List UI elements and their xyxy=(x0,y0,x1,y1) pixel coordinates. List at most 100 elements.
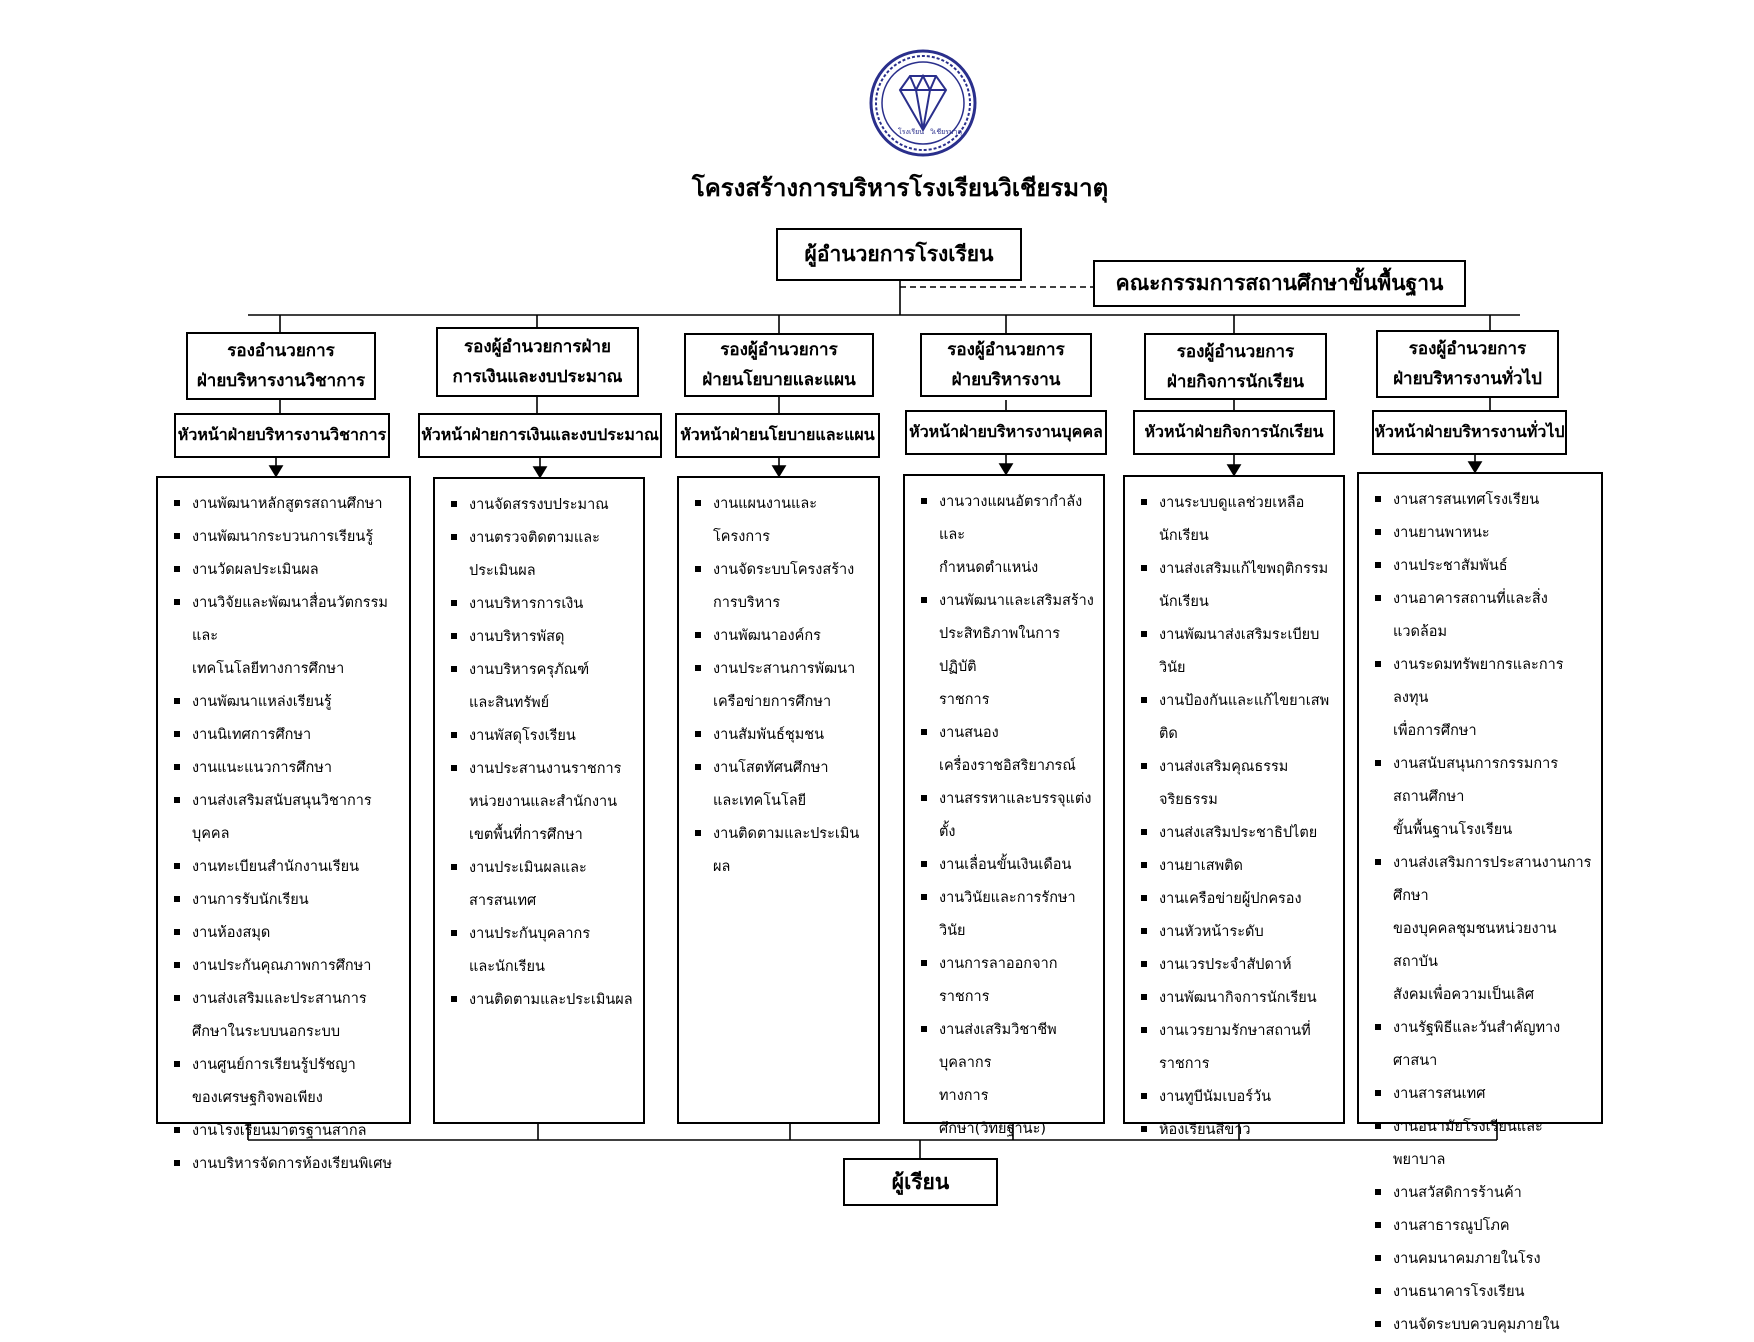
task-item: งานแนะแนวการศึกษา xyxy=(172,752,401,785)
task-item: งานจัดระบบควบคุมภายใน xyxy=(1373,1309,1593,1342)
task-item-line: งานทูบีนัมเบอร์วัน xyxy=(1159,1089,1272,1105)
task-item-line: ของบุคคลชุมชนหน่วยงานสถาบัน xyxy=(1393,921,1557,970)
task-item-line: งานประสานการพัฒนา xyxy=(713,661,856,677)
page-title: โครงสร้างการบริหารโรงเรียนวิเชียรมาตุ xyxy=(691,173,1109,202)
task-item: งานพัฒนาและเสริมสร้างประสิทธิภาพในการปฏิ… xyxy=(919,585,1095,717)
task-list: งานสารสนเทศโรงเรียนงานยานพาหนะงานประชาสั… xyxy=(1373,484,1593,1342)
task-item-line: งานจัดสรรงบประมาณ xyxy=(469,497,609,513)
task-item: งานสรรหาและบรรจุแต่งตั้ง xyxy=(919,783,1095,849)
task-item-line: งานสาธารณูปโภค xyxy=(1393,1218,1510,1234)
task-item: งานบริหารจัดการห้องเรียนพิเศษ xyxy=(172,1148,401,1181)
task-item: งานทูบีนัมเบอร์วัน xyxy=(1139,1081,1335,1114)
board-box: คณะกรรมการสถานศึกษาขั้นพื้นฐาน xyxy=(1093,260,1466,307)
task-item-line: ศึกษาในระบบนอกระบบ xyxy=(192,1024,341,1040)
task-list: งานจัดสรรงบประมาณงานตรวจติดตามและประเมิน… xyxy=(449,489,635,1017)
task-item: งานวัดผลประเมินผล xyxy=(172,554,401,587)
task-box-student-affairs: งานระบบดูแลช่วยเหลือนักเรียนงานส่งเสริมแ… xyxy=(1123,475,1345,1138)
task-item-line: งานการลาออกจากราชการ xyxy=(939,956,1058,1005)
task-item-line: งานสารสนเทศ xyxy=(1393,1086,1486,1102)
task-item-line: งานพัฒนาหลักสูตรสถานศึกษา xyxy=(192,496,383,512)
task-item: งานพัฒนาองค์กร xyxy=(693,620,870,653)
head-box-general: หัวหน้าฝ่ายบริหารงานทั่วไป xyxy=(1372,410,1567,455)
task-item-line: ของเศรษฐกิจพอเพียง xyxy=(192,1090,323,1106)
task-item-line: งานโรงเรียนมาตรฐานสากล xyxy=(192,1123,367,1139)
deputy-label-line1: รองผู้อำนวยการ xyxy=(1176,341,1295,362)
task-item-line: งานประกันบุคลากร xyxy=(469,926,591,942)
task-item-line: งานจัดระบบควบคุมภายใน xyxy=(1393,1317,1560,1333)
task-item: งานทะเบียนสำนักงานเรียน xyxy=(172,851,401,884)
task-item-line: งานนิเทศการศึกษา xyxy=(192,727,312,743)
students-box: ผู้เรียน xyxy=(843,1158,998,1206)
task-box-finance: งานจัดสรรงบประมาณงานตรวจติดตามและประเมิน… xyxy=(433,477,645,1124)
task-item-line: งานวางแผนอัตรากำลังและ xyxy=(939,494,1083,543)
svg-text:โรงเรียน: โรงเรียน xyxy=(898,127,924,136)
task-list: งานระบบดูแลช่วยเหลือนักเรียนงานส่งเสริมแ… xyxy=(1139,487,1335,1147)
task-item: งานติดตามและประเมินผล xyxy=(693,818,870,884)
director-label: ผู้อำนวยการโรงเรียน xyxy=(804,241,994,266)
head-box-policy: หัวหน้าฝ่ายนโยบายและแผน xyxy=(675,413,880,458)
task-item: งานพัสดุโรงเรียน xyxy=(449,720,635,753)
task-item: งานบริหารพัสดุ xyxy=(449,621,635,654)
deputy-box-student-affairs: รองผู้อำนวยการ ฝ่ายกิจการนักเรียน xyxy=(1144,333,1327,400)
deputy-label-line2: ฝ่ายกิจการนักเรียน xyxy=(1166,371,1305,392)
task-item-line: กำหนดตำแหน่ง xyxy=(939,560,1039,576)
task-item-line: ห้องเรียนสีขาว xyxy=(1159,1122,1251,1138)
task-item-line: งานส่งเสริมประชาธิปไตย xyxy=(1159,825,1318,841)
task-item-line: งานหัวหน้าระดับ xyxy=(1159,924,1264,940)
task-item: งานวินัยและการรักษาวินัย xyxy=(919,882,1095,948)
task-item-line: งานระดมทรัพยากรและการลงทุน xyxy=(1393,657,1564,706)
task-item-line: งานประกันคุณภาพการศึกษา xyxy=(192,958,372,974)
diamond-emblem-icon: โรงเรียน วิเชียรมาตุ xyxy=(869,49,977,157)
task-item: งานประกันคุณภาพการศึกษา xyxy=(172,950,401,983)
task-item-line: งานสวัสดิการร้านค้า xyxy=(1393,1185,1522,1201)
head-box-academic: หัวหน้าฝ่ายบริหารงานวิชาการ xyxy=(174,413,390,458)
head-box-student-affairs: หัวหน้าฝ่ายกิจการนักเรียน xyxy=(1133,410,1335,455)
task-box-personnel: งานวางแผนอัตรากำลังและกำหนดตำแหน่งงานพัฒ… xyxy=(903,474,1105,1137)
head-box-finance: หัวหน้าฝ่ายการเงินและงบประมาณ xyxy=(418,413,662,458)
task-item-line: และเทคโนโลยี xyxy=(713,793,807,809)
task-item: งานการลาออกจากราชการ xyxy=(919,948,1095,1014)
deputy-label-line2: ฝ่ายนโยบายและแผน xyxy=(702,370,856,390)
task-item-line: งานรัฐพิธีและวันสำคัญทางศาสนา xyxy=(1393,1020,1561,1069)
task-item-line: งานสารสนเทศโรงเรียน xyxy=(1393,492,1540,508)
task-item: งานสารสนเทศโรงเรียน xyxy=(1373,484,1593,517)
task-box-academic: งานพัฒนาหลักสูตรสถานศึกษางานพัฒนากระบวนก… xyxy=(156,476,411,1172)
task-item: งานติดตามและประเมินผล xyxy=(449,984,635,1017)
head-label: หัวหน้าฝ่ายบริหารงานบุคคล xyxy=(909,422,1103,441)
task-item: งานส่งเสริมสนับสนุนวิชาการบุคคล xyxy=(172,785,401,851)
task-box-general: งานสารสนเทศโรงเรียนงานยานพาหนะงานประชาสั… xyxy=(1357,472,1603,1333)
task-item-line: งานคมนาคมภายในโรง xyxy=(1393,1251,1541,1267)
task-item-line: งานประเมินผลและสารสนเทศ xyxy=(469,860,587,909)
task-item: งานการรับนักเรียน xyxy=(172,884,401,917)
task-item: งานประสานการพัฒนาเครือข่ายการศึกษา xyxy=(693,653,870,719)
deputy-label-line2: ฝ่ายบริหารงานทั่วไป xyxy=(1393,369,1542,389)
task-item: งานส่งเสริมแก้ไขพฤติกรรมนักเรียน xyxy=(1139,553,1335,619)
task-item: งานส่งเสริมคุณธรรมจริยธรรม xyxy=(1139,751,1335,817)
task-item: งานรัฐพิธีและวันสำคัญทางศาสนา xyxy=(1373,1012,1593,1078)
task-item-line: งานแผนงานและโครงการ xyxy=(713,496,818,545)
task-item-line: งานวินัยและการรักษาวินัย xyxy=(939,890,1076,939)
task-item: งานยานพาหนะ xyxy=(1373,517,1593,550)
task-item: งานประสานงานราชการหน่วยงานและสำนักงานเขต… xyxy=(449,753,635,852)
task-item: งานพัฒนากิจการนักเรียน xyxy=(1139,982,1335,1015)
task-item: งานสนับสนุนการกรรมการสถานศึกษาขั้นพื้นฐา… xyxy=(1373,748,1593,847)
task-item-line: งานป้องกันและแก้ไขยาเสพติด xyxy=(1159,693,1330,742)
head-label: หัวหน้าฝ่ายบริหารงานทั่วไป xyxy=(1374,422,1565,441)
task-item-line: เครือข่ายการศึกษา xyxy=(713,694,832,710)
task-item-line: งานเครือข่ายผู้ปกครอง xyxy=(1159,891,1302,907)
task-item: งานแผนงานและโครงการ xyxy=(693,488,870,554)
deputy-box-policy: รองผู้อำนวยการ ฝ่ายนโยบายและแผน xyxy=(684,333,874,397)
task-item-line: เพื่อการศึกษา xyxy=(1393,723,1477,739)
task-item: งานส่งเสริมประชาธิปไตย xyxy=(1139,817,1335,850)
task-list: งานพัฒนาหลักสูตรสถานศึกษางานพัฒนากระบวนก… xyxy=(172,488,401,1181)
deputy-label-line1: รองผู้อำนวยการฝ่าย xyxy=(464,337,611,357)
task-item-line: งานส่งเสริมคุณธรรมจริยธรรม xyxy=(1159,759,1289,808)
task-item-line: เขตพื้นที่การศึกษา xyxy=(469,827,583,843)
task-item-line: หน่วยงานและสำนักงาน xyxy=(469,794,618,810)
task-item-line: นักเรียน xyxy=(1159,594,1209,610)
task-item-line: งานโสตทัศนศึกษา xyxy=(713,760,829,776)
task-item: งานวางแผนอัตรากำลังและกำหนดตำแหน่ง xyxy=(919,486,1095,585)
task-item-line: งานการรับนักเรียน xyxy=(192,892,309,908)
task-item: งานธนาคารโรงเรียน xyxy=(1373,1276,1593,1309)
task-item: งานวิจัยและพัฒนาสื่อนวัตกรรมและเทคโนโลยี… xyxy=(172,587,401,686)
